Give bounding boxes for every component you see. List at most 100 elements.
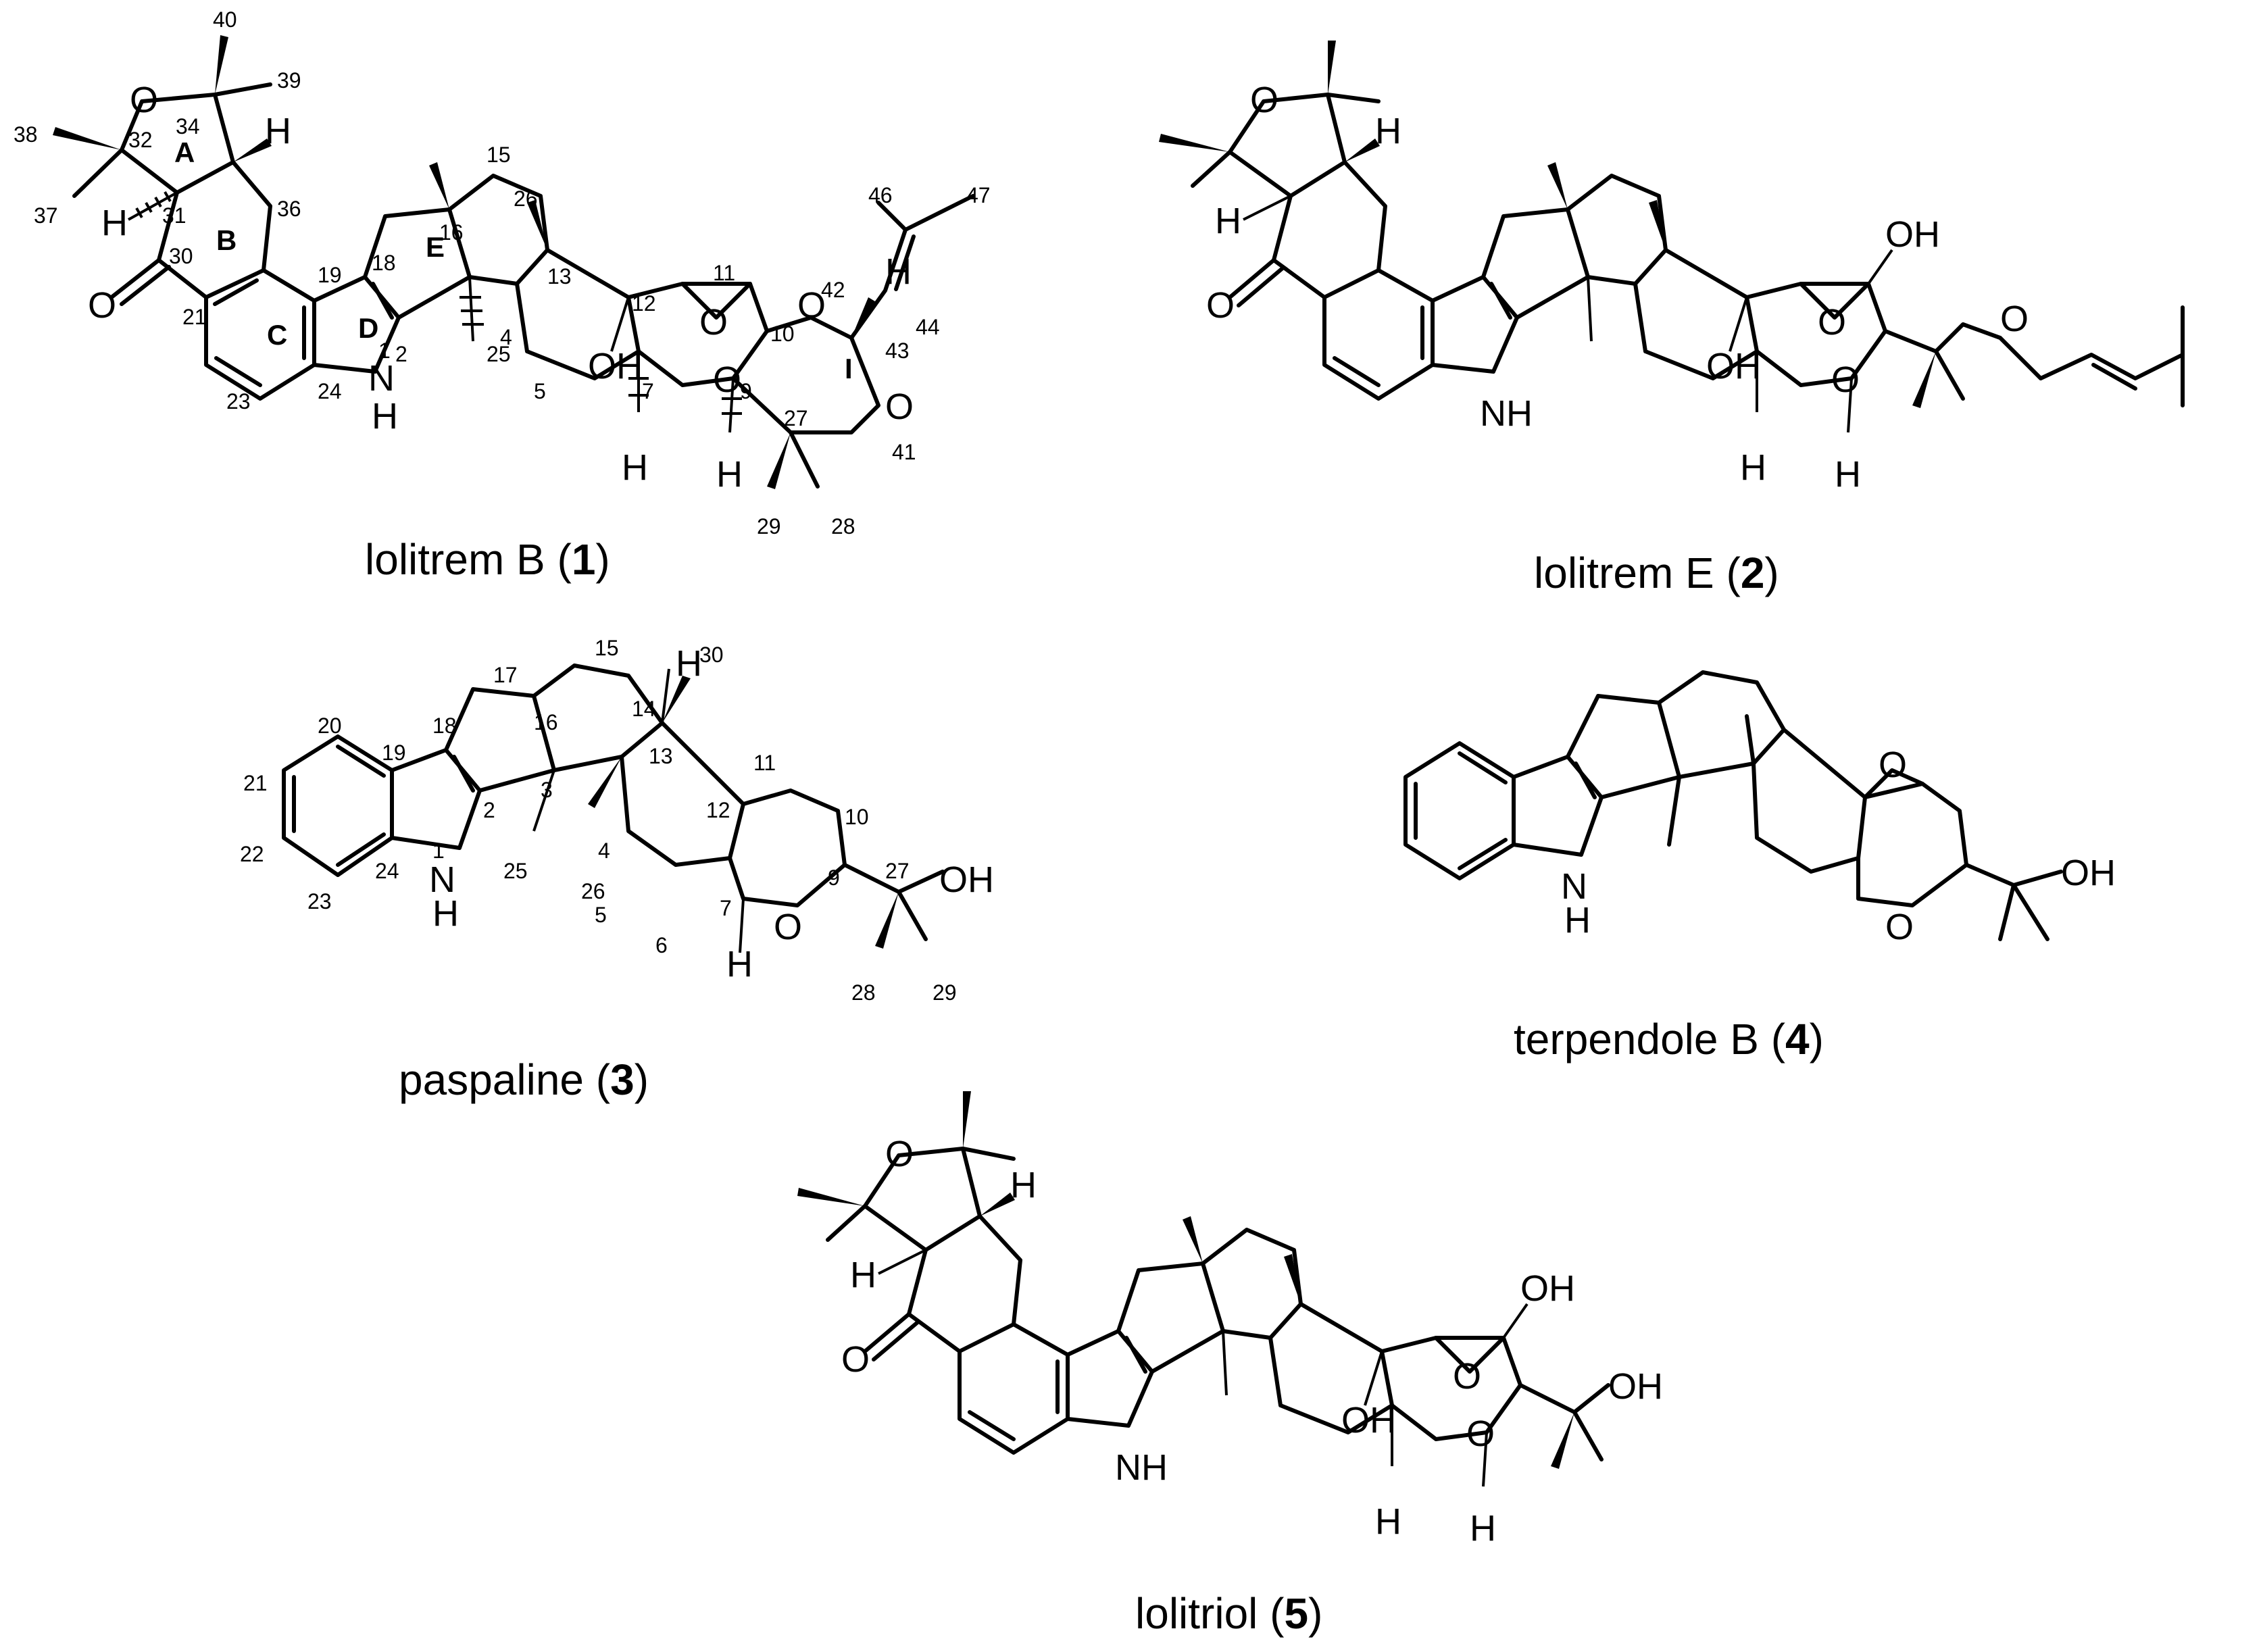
num-43: 43	[885, 339, 910, 363]
o-pyran-3: O	[774, 907, 802, 947]
num-2: 2	[395, 342, 407, 366]
lolitrem-e: O H H O NH OH O O OH H H O lolitrem E (2…	[1159, 41, 2185, 597]
num-31: 31	[162, 203, 187, 228]
oh-13-5: OH	[1341, 1400, 1396, 1441]
num-6: 6	[655, 933, 668, 957]
num-47: 47	[966, 183, 991, 207]
o-epoxide: O	[699, 302, 728, 343]
nh-2: NH	[1480, 393, 1533, 434]
num-23: 23	[307, 889, 332, 913]
num-3: 3	[541, 778, 553, 802]
num-16: 16	[439, 220, 464, 245]
caption-2: lolitrem E (2)	[1534, 549, 1779, 597]
h-14-3: H	[676, 643, 702, 684]
o-a-2: O	[1250, 80, 1278, 120]
num-9: 9	[828, 866, 840, 890]
num-2: 2	[483, 798, 495, 822]
num-28: 28	[851, 980, 876, 1005]
paspaline: N H H H O OH 20 21 22 23 24 19 18 1 2 17…	[240, 636, 994, 1104]
num-21: 21	[182, 305, 207, 329]
nh-n: N	[368, 358, 395, 399]
num-4: 4	[500, 325, 512, 349]
o-pyran: O	[713, 359, 741, 400]
o-42: O	[797, 285, 826, 326]
oh-11-5: OH	[1520, 1268, 1575, 1309]
oh-27-3: OH	[939, 859, 994, 900]
num-24: 24	[318, 379, 342, 403]
o-30-2: O	[1206, 285, 1235, 326]
num-23: 23	[226, 389, 251, 414]
num-44: 44	[916, 315, 940, 339]
nh-4-n: N	[1561, 866, 1587, 907]
h-31: H	[101, 203, 128, 243]
oh-13: OH	[588, 346, 643, 386]
o-pyran-5: O	[1466, 1413, 1495, 1454]
num-36: 36	[277, 197, 301, 221]
oh-4: OH	[2061, 853, 2116, 893]
nh-3-h: H	[432, 893, 459, 934]
o-epox-2: O	[1818, 302, 1846, 343]
num-27: 27	[885, 859, 910, 883]
oh-11-2: OH	[1885, 214, 1940, 255]
num-7: 7	[720, 896, 732, 920]
caption-3: paspaline (3)	[399, 1055, 649, 1104]
num-26: 26	[581, 879, 605, 903]
ring-b: B	[216, 224, 237, 256]
num-39: 39	[277, 68, 301, 93]
terpendole-b: N H O O OH terpendole B (4)	[1403, 670, 2116, 1063]
o-epox-4: O	[1879, 745, 1907, 785]
o-34: O	[130, 80, 158, 120]
num-14: 14	[632, 697, 656, 721]
num-37: 37	[34, 203, 58, 228]
num-11: 11	[753, 751, 776, 775]
h-35: H	[265, 111, 291, 151]
num-22: 22	[240, 842, 264, 866]
h-7-2: H	[1740, 447, 1766, 488]
ring-a: A	[174, 136, 195, 168]
h-7: H	[622, 447, 648, 488]
lolitrem-b: O H H O N H OH O O H H O H O A B C D E I…	[14, 7, 991, 584]
num-41: 41	[892, 440, 916, 464]
num-12: 12	[706, 798, 730, 822]
num-12: 12	[632, 291, 656, 316]
num-18: 18	[372, 251, 396, 275]
num-27: 27	[784, 406, 808, 430]
h-7-5: H	[1375, 1501, 1401, 1542]
num-19: 19	[382, 741, 406, 765]
num-21: 21	[243, 771, 268, 795]
num-42: 42	[821, 278, 845, 302]
ring-c: C	[267, 319, 287, 351]
num-28: 28	[831, 514, 855, 539]
num-4: 4	[598, 838, 610, 863]
h-31-2: H	[1215, 201, 1241, 241]
num-18: 18	[432, 714, 457, 738]
caption-1: lolitrem B (1)	[365, 535, 610, 584]
o-41: O	[885, 386, 914, 427]
nh-4-h: H	[1564, 900, 1591, 941]
h-43: H	[885, 251, 912, 292]
h-9-5: H	[1470, 1508, 1496, 1549]
num-1: 1	[378, 339, 391, 363]
num-17: 17	[493, 663, 518, 687]
num-7: 7	[642, 379, 654, 403]
num-5: 5	[595, 903, 607, 927]
num-13: 13	[547, 264, 572, 289]
h-7-3: H	[726, 944, 753, 984]
num-40: 40	[213, 7, 237, 32]
o-a-5: O	[885, 1134, 914, 1174]
h-9: H	[716, 454, 743, 495]
lolitriol: O H H O NH OH O O OH H H OH lolitriol (5…	[797, 1091, 1663, 1638]
o-epox-5: O	[1453, 1356, 1481, 1397]
h-31-5: H	[850, 1255, 876, 1295]
nh-5: NH	[1115, 1447, 1168, 1488]
h-35-5: H	[1010, 1165, 1037, 1205]
num-46: 46	[868, 183, 893, 207]
num-16: 16	[534, 710, 558, 734]
o-pyran-4: O	[1885, 907, 1914, 947]
num-15: 15	[595, 636, 619, 660]
num-13: 13	[649, 744, 673, 768]
num-24: 24	[375, 859, 399, 883]
num-15: 15	[487, 143, 511, 167]
